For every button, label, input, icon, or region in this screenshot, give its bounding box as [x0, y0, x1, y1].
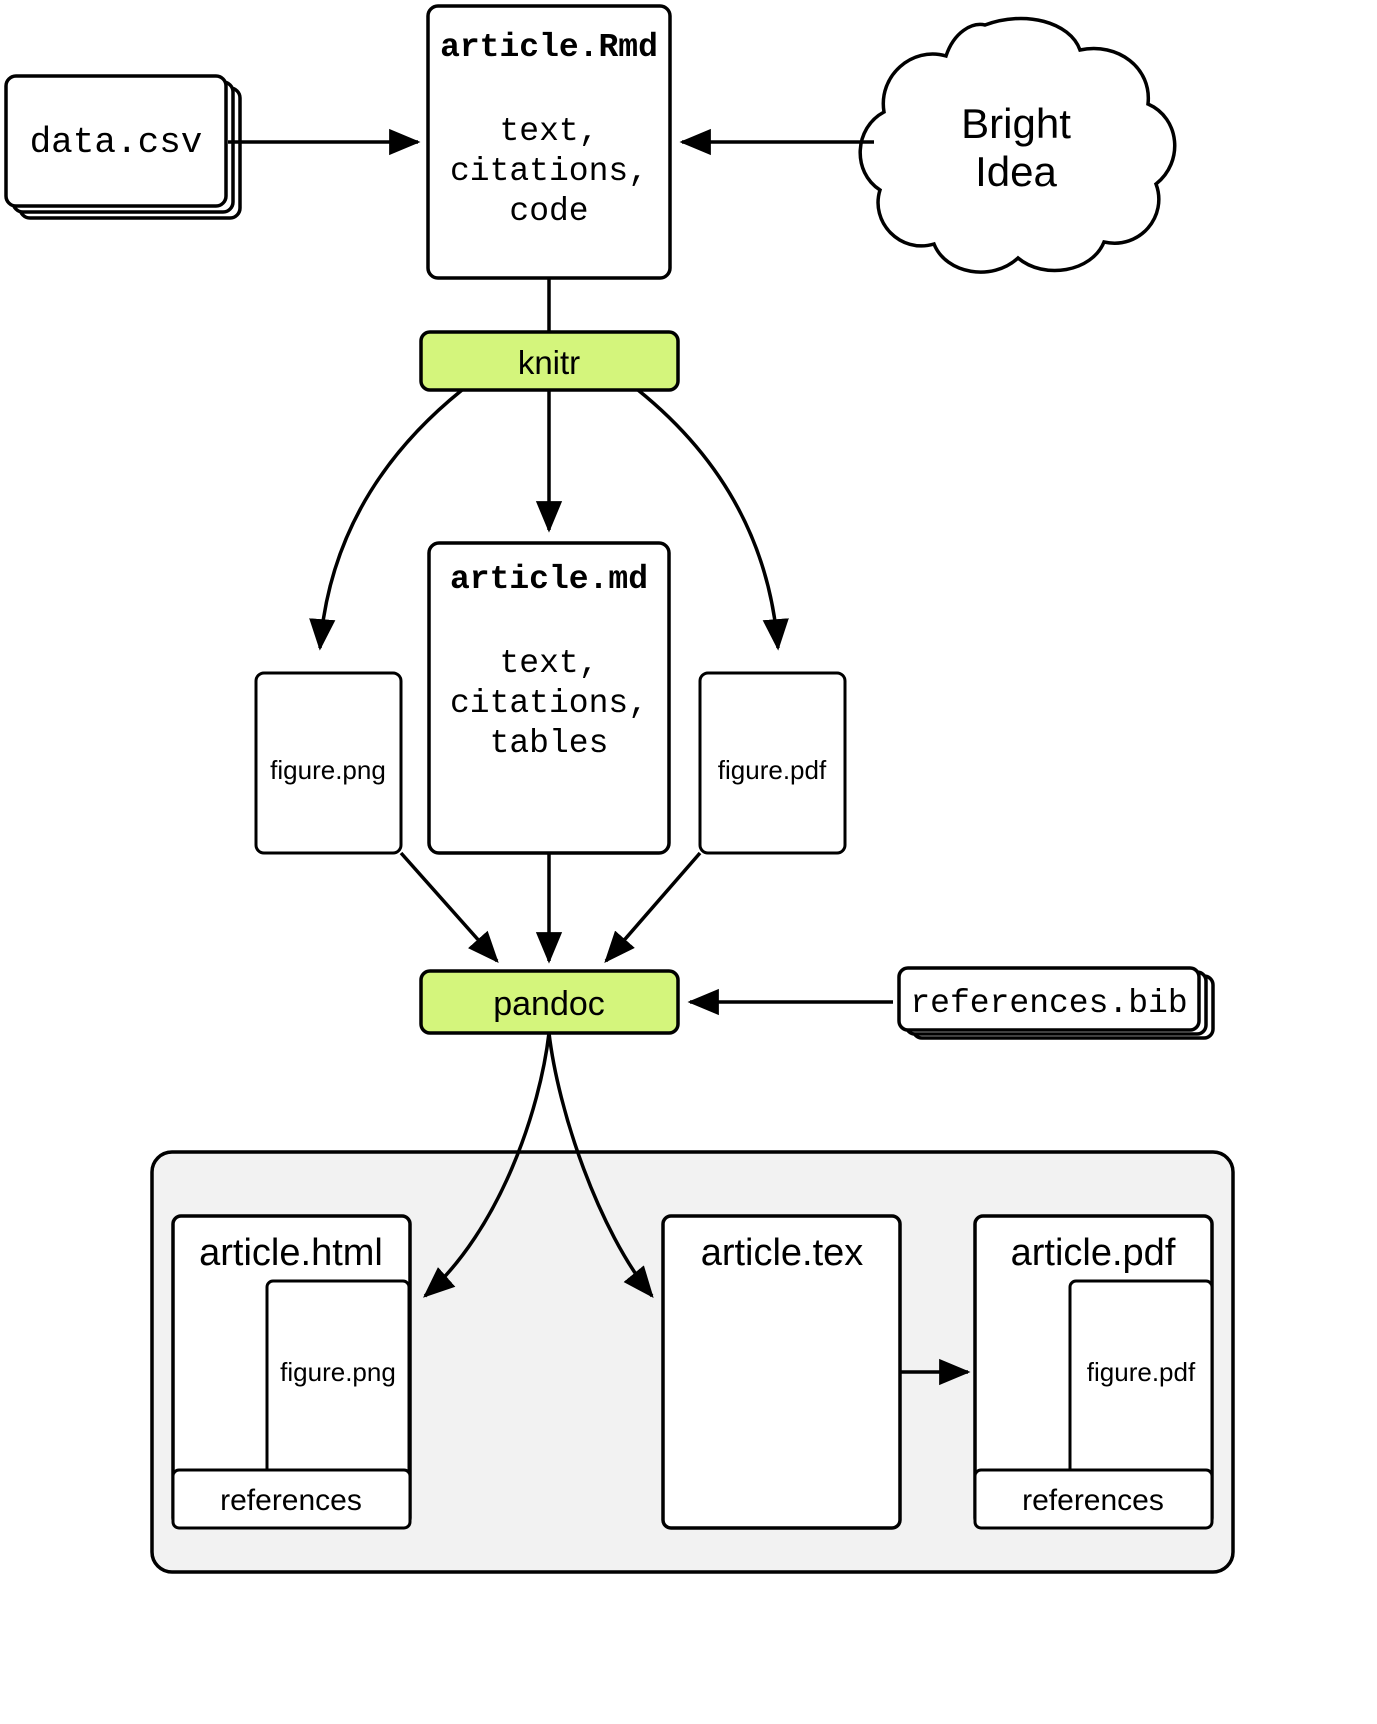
article-rmd-body-line-3: code	[509, 193, 588, 230]
node-article-tex[interactable]: article.tex	[661, 1214, 902, 1530]
node-bright-idea[interactable]: Bright Idea	[858, 16, 1177, 274]
bright-idea-label-line-1: Bright	[961, 100, 1071, 147]
article-md-title: article.md	[450, 561, 648, 598]
edge-figurepng-to-pandoc	[399, 851, 499, 963]
figure-pdf-mid-box	[698, 671, 847, 855]
figure-png-mid-label: figure.png	[270, 755, 386, 785]
edge-pandoc-to-articletex	[547, 1032, 654, 1299]
article-rmd-body-line-1: text,	[499, 113, 598, 150]
figure-png-mid-box	[254, 671, 403, 855]
bright-idea-label-line-2: Idea	[975, 148, 1057, 195]
edge-knitr-to-figurepng	[309, 388, 464, 651]
article-pdf-references-box	[973, 1468, 1214, 1530]
node-knitr[interactable]: knitr	[419, 330, 680, 392]
figure-pdf-mid-label: figure.pdf	[718, 755, 827, 785]
pandoc-label: pandoc	[493, 985, 605, 1023]
article-html-title: article.html	[199, 1232, 383, 1274]
node-article-md[interactable]: article.md text, citations, tables	[427, 541, 671, 855]
article-rmd-body-line-2: citations,	[450, 153, 648, 190]
edge-knitr-to-figurepdf	[636, 388, 789, 651]
node-pandoc[interactable]: pandoc	[419, 969, 680, 1035]
node-article-pdf[interactable]: article.pdf figure.pdf references	[973, 1214, 1214, 1530]
bright-idea-cloud-shape	[858, 16, 1177, 274]
node-references-bib[interactable]: references.bib	[897, 966, 1215, 1040]
references-bib-label: references.bib	[910, 985, 1187, 1022]
article-pdf-title: article.pdf	[1011, 1232, 1176, 1274]
edge-figurepdf-to-pandoc	[604, 851, 702, 963]
node-figure-pdf-intermediate[interactable]: figure.pdf	[698, 671, 847, 855]
data-csv-label: data.csv	[30, 122, 203, 163]
article-html-references-label: references	[220, 1484, 362, 1517]
article-pdf-references-label: references	[1022, 1484, 1164, 1517]
references-bib-stack-front	[897, 966, 1201, 1032]
article-html-figure-label: figure.png	[280, 1357, 396, 1387]
article-rmd-title: article.Rmd	[440, 29, 658, 66]
node-article-rmd[interactable]: article.Rmd text, citations, code	[426, 4, 672, 280]
node-article-html[interactable]: article.html figure.png references	[171, 1214, 412, 1530]
article-md-body-line-2: citations,	[450, 685, 648, 722]
data-csv-stack-front	[4, 74, 228, 208]
article-md-body-line-1: text,	[499, 645, 598, 682]
edge-pandoc-to-articlehtml	[423, 1032, 551, 1298]
article-md-body-line-3: tables	[490, 725, 609, 762]
article-tex-title: article.tex	[701, 1232, 864, 1274]
article-html-references-box	[171, 1468, 412, 1530]
node-figure-png-intermediate[interactable]: figure.png	[254, 671, 403, 855]
article-pdf-figure-label: figure.pdf	[1087, 1357, 1196, 1387]
knitr-label: knitr	[518, 344, 580, 381]
node-data-csv[interactable]: data.csv	[4, 74, 242, 220]
